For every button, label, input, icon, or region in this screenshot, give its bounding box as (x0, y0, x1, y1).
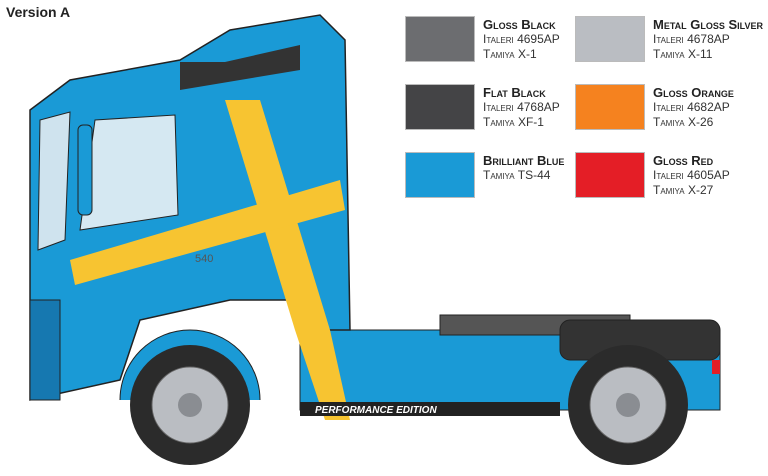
color-swatch (575, 152, 645, 198)
color-swatch (405, 152, 475, 198)
cab-window (79, 114, 179, 231)
yellow-cross-vertical (225, 100, 350, 420)
front-wheel (119, 329, 261, 465)
yellow-cross-horizontal (70, 180, 345, 285)
italeri-code: Italeri 4695AP (483, 32, 560, 46)
version-title: Version A (6, 4, 71, 20)
tamiya-code: Tamiya TS-44 (483, 168, 551, 182)
color-name: Metal Gloss Silver (653, 17, 764, 32)
color-name: Gloss Red (653, 153, 714, 168)
tamiya-code: Tamiya X-1 (483, 47, 537, 61)
color-swatch (405, 16, 475, 62)
italeri-code: Italeri 4605AP (653, 168, 730, 182)
color-name: Flat Black (483, 85, 546, 100)
color-swatch (575, 84, 645, 130)
color-name: Gloss Black (483, 17, 556, 32)
mirror (77, 124, 93, 216)
tamiya-code: Tamiya X-26 (653, 115, 714, 129)
performance-edition-text: PERFORMANCE EDITION (315, 405, 437, 416)
italeri-code: Italeri 4682AP (653, 100, 730, 114)
color-swatch (405, 84, 475, 130)
windshield (37, 111, 71, 251)
italeri-code: Italeri 4678AP (653, 32, 730, 46)
roof-spoiler (180, 45, 300, 90)
front-bumper (29, 299, 61, 401)
color-name: Gloss Orange (653, 85, 734, 100)
rear-wheel (568, 345, 688, 465)
tamiya-code: Tamiya X-11 (653, 47, 713, 61)
cab-body (29, 14, 351, 401)
color-name: Brilliant Blue (483, 153, 565, 168)
model-badge: 540 (195, 253, 213, 265)
tamiya-code: Tamiya XF-1 (483, 115, 544, 129)
italeri-code: Italeri 4768AP (483, 100, 560, 114)
tamiya-code: Tamiya X-27 (653, 183, 714, 197)
tail-light (712, 360, 720, 374)
performance-stripe (300, 402, 560, 416)
color-swatch (575, 16, 645, 62)
